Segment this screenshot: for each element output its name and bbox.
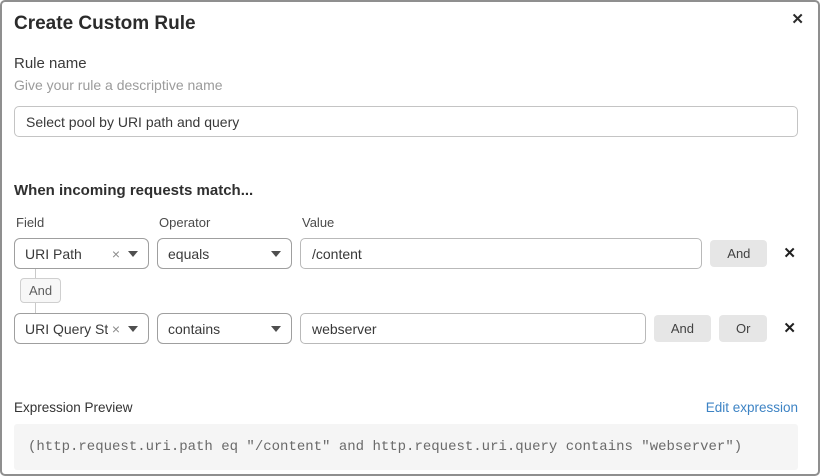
condition-column-headers: Field Operator Value — [14, 215, 798, 230]
field-select-2[interactable]: URI Query St... × — [14, 313, 149, 344]
expression-preview-label: Expression Preview — [14, 400, 133, 415]
chevron-down-icon — [128, 250, 138, 257]
clear-selection-icon[interactable]: × — [111, 245, 120, 262]
column-header-operator: Operator — [159, 215, 211, 230]
rule-name-hint: Give your rule a descriptive name — [14, 77, 223, 93]
chevron-down-icon — [271, 250, 281, 257]
chevron-down-icon — [271, 325, 281, 332]
rule-name-section: Rule name Give your rule a descriptive n… — [14, 55, 798, 137]
remove-row-2-icon[interactable]: ✕ — [783, 320, 796, 337]
condition-row-1: URI Path × equals And ✕ — [14, 238, 798, 269]
dialog-title: Create Custom Rule — [14, 13, 196, 34]
expression-preview-section: Expression Preview Edit expression (http… — [14, 400, 798, 470]
operator-select-1[interactable]: equals — [157, 238, 292, 269]
operator-select-2-value: contains — [168, 320, 221, 337]
condition-connector: And — [14, 269, 798, 313]
rule-name-input[interactable] — [14, 106, 798, 137]
column-header-field: Field — [16, 215, 45, 230]
remove-row-1-icon[interactable]: ✕ — [783, 245, 796, 262]
rule-name-label: Rule name — [14, 55, 87, 72]
edit-expression-link[interactable]: Edit expression — [705, 400, 798, 415]
value-input-1[interactable] — [300, 238, 703, 269]
match-section: When incoming requests match... Field Op… — [14, 182, 798, 344]
value-input-2[interactable] — [300, 313, 646, 344]
expression-code-block: (http.request.uri.path eq "/content" and… — [14, 424, 798, 470]
operator-select-1-value: equals — [168, 245, 210, 262]
operator-select-2[interactable]: contains — [157, 313, 292, 344]
and-button-row-2[interactable]: And — [653, 315, 711, 342]
or-button-row-2[interactable]: Or — [718, 315, 768, 342]
field-select-2-value: URI Query St... — [25, 320, 108, 337]
condition-row-2: URI Query St... × contains And Or ✕ — [14, 313, 798, 344]
column-header-value: Value — [302, 215, 335, 230]
clear-selection-icon[interactable]: × — [111, 320, 120, 337]
and-button-row-1[interactable]: And — [710, 240, 768, 267]
chevron-down-icon — [128, 325, 138, 332]
close-icon[interactable]: ✕ — [789, 8, 806, 32]
field-select-1-value: URI Path — [25, 245, 82, 262]
match-heading: When incoming requests match... — [14, 182, 254, 199]
expression-code: (http.request.uri.path eq "/content" and… — [28, 439, 743, 455]
field-select-1[interactable]: URI Path × — [14, 238, 149, 269]
connector-and-badge: And — [20, 278, 62, 303]
